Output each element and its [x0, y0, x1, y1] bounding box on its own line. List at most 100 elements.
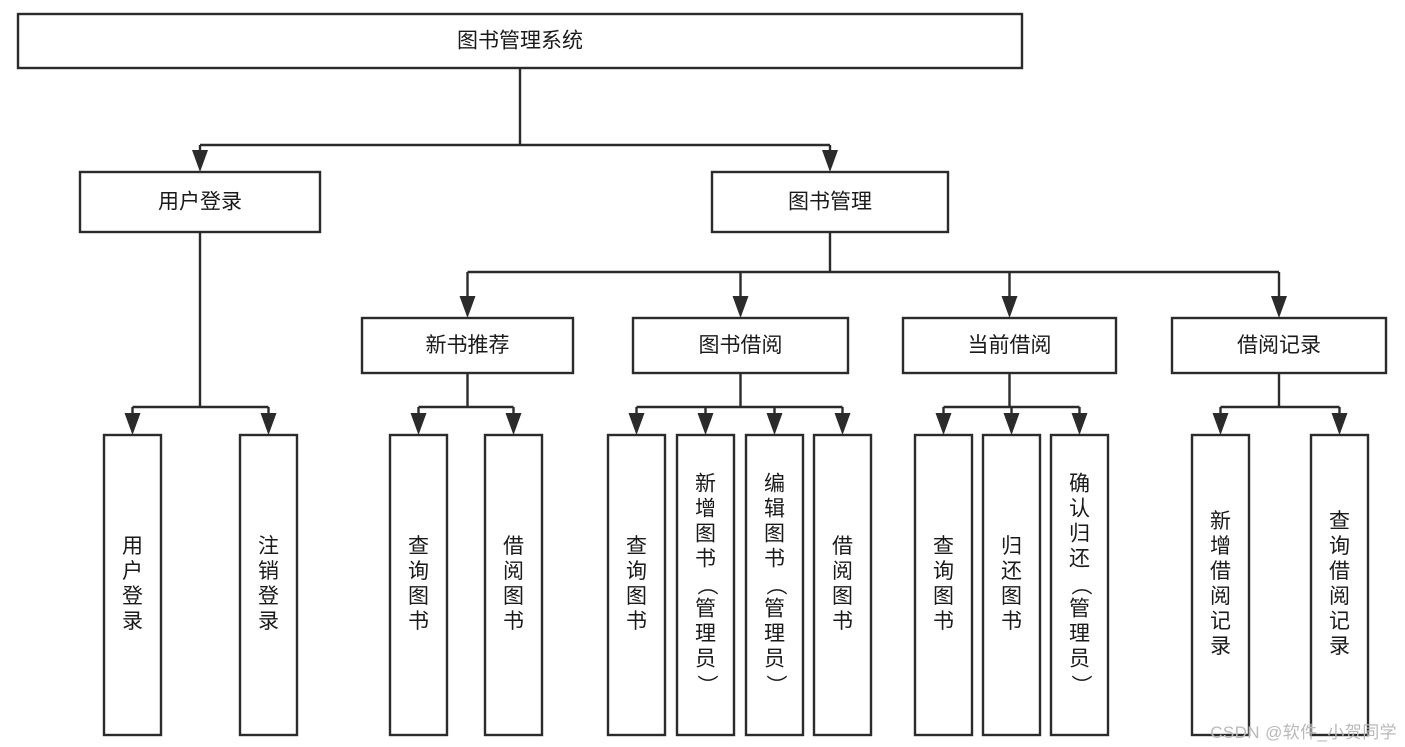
- node-leaf-query-book-1-rect: [388, 433, 449, 737]
- node-layer: 图书管理系统用户登录图书管理新书推荐图书借阅当前借阅借阅记录用户登录注销登录查询…: [16, 12, 1388, 737]
- arrow-head: [935, 413, 952, 435]
- arrow-head: [1071, 413, 1088, 435]
- node-leaf-add-book-rect: [675, 433, 736, 737]
- svg-text:书: 书: [503, 610, 524, 633]
- node-leaf-user-login-rect: [102, 433, 163, 737]
- node-new-book-recommend-label: 新书推荐: [426, 334, 510, 357]
- svg-text:询: 询: [626, 560, 647, 583]
- arrow-head: [1271, 296, 1287, 318]
- svg-text:理: 理: [764, 623, 785, 646]
- arrow-head: [822, 150, 838, 172]
- arrow-head: [192, 150, 208, 172]
- node-leaf-user-login[interactable]: 用户登录: [102, 433, 163, 737]
- svg-text:借: 借: [832, 535, 853, 558]
- arrow-head: [1001, 296, 1018, 318]
- node-borrow-record[interactable]: 借阅记录: [1170, 316, 1388, 375]
- node-book-borrow[interactable]: 图书借阅: [631, 316, 850, 375]
- svg-text:录: 录: [1210, 635, 1231, 658]
- svg-text:归: 归: [1001, 535, 1022, 558]
- node-root[interactable]: 图书管理系统: [16, 12, 1024, 70]
- node-user-login[interactable]: 用户登录: [78, 170, 322, 234]
- node-user-login-rect: [78, 170, 322, 234]
- svg-text:（: （: [695, 575, 718, 596]
- svg-text:图: 图: [933, 585, 954, 608]
- node-new-book-recommend-rect: [360, 316, 575, 375]
- arrow-head: [732, 296, 749, 318]
- svg-text:记: 记: [1210, 610, 1231, 633]
- svg-text:图: 图: [764, 523, 785, 546]
- node-book-borrow-label: 图书借阅: [699, 334, 783, 357]
- svg-text:归: 归: [1069, 523, 1090, 546]
- svg-text:管: 管: [1069, 598, 1090, 621]
- arrow-head: [628, 413, 645, 435]
- svg-text:注: 注: [258, 535, 279, 558]
- node-leaf-borrow-book-1-rect: [483, 433, 544, 737]
- svg-text:书: 书: [626, 610, 647, 633]
- svg-text:（: （: [1069, 575, 1092, 596]
- node-leaf-query-book-2-rect: [606, 433, 667, 737]
- node-borrow-record-label: 借阅记录: [1237, 334, 1321, 357]
- arrow-head: [459, 296, 476, 318]
- svg-text:查: 查: [1329, 510, 1350, 533]
- svg-text:阅: 阅: [503, 560, 524, 583]
- svg-text:图: 图: [626, 585, 647, 608]
- arrow-head: [834, 413, 851, 435]
- node-book-borrow-rect: [631, 316, 850, 375]
- node-leaf-query-book-3-rect: [913, 433, 974, 737]
- svg-text:书: 书: [764, 548, 785, 571]
- svg-text:书: 书: [408, 610, 429, 633]
- svg-text:）: ）: [764, 675, 787, 696]
- svg-text:询: 询: [408, 560, 429, 583]
- svg-text:确: 确: [1069, 473, 1090, 496]
- svg-text:登: 登: [122, 585, 143, 608]
- node-leaf-confirm-return-rect: [1049, 433, 1110, 737]
- arrow-head: [1212, 413, 1229, 435]
- svg-text:图: 图: [503, 585, 524, 608]
- node-book-manage[interactable]: 图书管理: [710, 170, 950, 234]
- node-borrow-record-rect: [1170, 316, 1388, 375]
- svg-text:询: 询: [1329, 535, 1350, 558]
- svg-text:员: 员: [695, 648, 716, 671]
- svg-text:阅: 阅: [832, 560, 853, 583]
- svg-text:管: 管: [695, 598, 716, 621]
- svg-text:查: 查: [933, 535, 954, 558]
- svg-text:查: 查: [408, 535, 429, 558]
- node-leaf-query-record-rect: [1309, 433, 1370, 737]
- svg-text:查: 查: [626, 535, 647, 558]
- node-new-book-recommend[interactable]: 新书推荐: [360, 316, 575, 375]
- node-leaf-return-book-rect: [981, 433, 1042, 737]
- svg-text:编: 编: [764, 473, 785, 496]
- node-current-borrow[interactable]: 当前借阅: [901, 316, 1118, 375]
- svg-text:询: 询: [933, 560, 954, 583]
- svg-text:员: 员: [764, 648, 785, 671]
- svg-text:阅: 阅: [1210, 585, 1231, 608]
- node-root-label: 图书管理系统: [457, 30, 583, 53]
- svg-text:（: （: [764, 575, 787, 596]
- svg-text:还: 还: [1069, 548, 1090, 571]
- svg-text:增: 增: [1210, 535, 1231, 558]
